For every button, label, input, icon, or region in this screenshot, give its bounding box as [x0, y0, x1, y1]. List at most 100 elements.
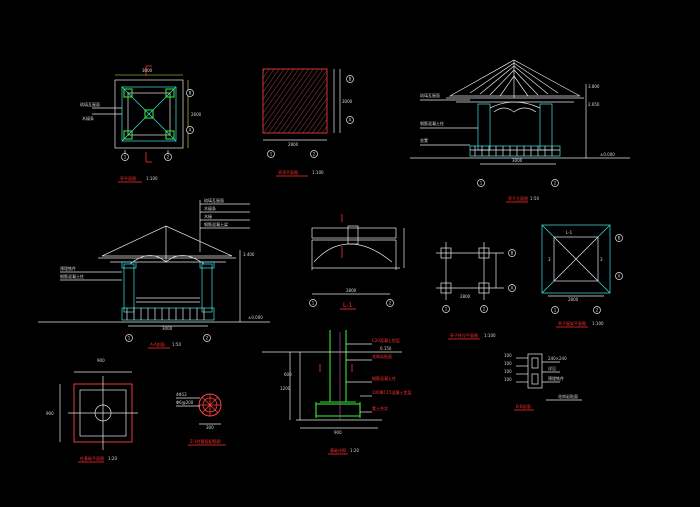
front-elev-level-top: 3.800: [588, 84, 600, 89]
foundation-note-1: C20混凝土垫层: [372, 337, 400, 343]
front-elev-note-seat: 坐凳: [420, 137, 428, 143]
roof-frame-scale: 1:100: [592, 321, 604, 326]
foundation-note-3: 钢筋混凝土柱: [372, 375, 396, 381]
roof-frame-axis-b: B: [618, 236, 621, 241]
detail-bb-dim-1: 100: [504, 353, 512, 358]
front-elevation-title: 亭子立面图: [508, 195, 528, 201]
detail-bb-dim-2: 100: [504, 361, 512, 366]
section-level-base: ±0.000: [248, 315, 263, 320]
roof-frame-dim: 2800: [568, 297, 579, 302]
top-plan-title: 亭顶平面图: [278, 169, 298, 175]
section-aa-title: A-A剖面: [150, 341, 165, 347]
detail-bb-dim-3: 100: [504, 369, 512, 374]
foundation-dim-upper: 600: [284, 372, 292, 377]
section-note-4: 钢筋混凝土梁: [204, 221, 228, 227]
roof-frame-drawing: [541, 224, 611, 297]
roof-plan-note-1: 琉璃瓦屋面: [80, 101, 100, 107]
roof-plan-axis-2: 2: [167, 155, 170, 160]
column-layout-axis-a: A: [511, 286, 514, 291]
beam-l1-drawing: [311, 214, 405, 295]
footing-plan-title: 柱基础平面图: [80, 455, 104, 461]
column-layout-axis-1: 1: [445, 307, 448, 312]
foundation-dim-height: 1200: [280, 386, 291, 391]
roof-plan-drawing: [92, 65, 189, 163]
beam-axis-2: 2: [389, 301, 392, 306]
top-plan-dim-right: 3000: [342, 99, 353, 104]
roof-frame-title: 亭子屋架平面图: [558, 320, 586, 326]
footing-plan-scale: 1:20: [108, 456, 117, 461]
column-section-dim: 300: [206, 425, 214, 430]
footing-dim-top: 900: [97, 358, 105, 363]
column-layout-title: 亭子柱位平面图: [450, 332, 478, 338]
top-plan-dim-bottom: 2800: [288, 142, 299, 147]
detail-bb-drawing: [516, 353, 582, 401]
column-section-title: Z-1柱截面配筋图: [190, 438, 221, 444]
section-axis-2: 2: [206, 336, 209, 341]
top-plan-scale: 1:100: [312, 170, 324, 175]
column-section-note-2: Φ6@200: [176, 400, 194, 405]
section-axis-1: 1: [128, 336, 131, 341]
foundation-dim-width: 900: [334, 430, 342, 435]
roof-frame-label-top: L-1: [566, 230, 573, 235]
column-layout-dim: 2800: [460, 294, 471, 299]
section-dim-width: 3000: [162, 326, 173, 331]
roof-plan-note-2: 木檩条: [82, 115, 94, 121]
front-elev-note-column: 钢筋混凝土柱: [420, 120, 444, 126]
column-layout-scale: 1:100: [484, 333, 496, 338]
front-elev-level-base: ±0.000: [600, 152, 615, 157]
roof-plan-title: 亭平面图: [120, 175, 136, 181]
beam-l1-title: L-1: [343, 302, 352, 309]
column-layout-drawing: [436, 242, 504, 300]
beam-axis-1: 1: [312, 301, 315, 306]
foundation-section-drawing: [262, 330, 402, 429]
section-note-5: 预埋铁件: [60, 265, 76, 271]
detail-bb-title: B-B剖面: [516, 403, 531, 409]
front-elev-axis-1: 1: [480, 181, 483, 186]
detail-bb-note-2: 详见: [548, 365, 556, 371]
foundation-title: 基础详图: [330, 447, 346, 453]
detail-bb-dim-4: 100: [504, 377, 512, 382]
section-note-1: 琉璃瓦屋面: [204, 197, 224, 203]
front-elev-dim: 3000: [512, 158, 523, 163]
section-note-2: 木檩条: [204, 205, 216, 211]
foundation-level-top: 0.150: [380, 346, 392, 351]
top-plan-axis-1: 1: [270, 152, 273, 157]
roof-frame-axis-a: A: [618, 274, 621, 279]
detail-bb-note-1: 240×240: [548, 356, 567, 361]
roof-frame-label-left: 3: [548, 257, 551, 262]
foundation-note-2: 花岗岩贴面: [372, 353, 392, 359]
column-section-note-1: 4Φ12: [176, 392, 187, 397]
front-elev-note-roof: 琉璃瓦屋面: [420, 92, 440, 98]
roof-plan-axis-1: 1: [124, 155, 127, 160]
foundation-note-5: 素土夯实: [372, 405, 388, 411]
top-plan-axis-2: 2: [313, 152, 316, 157]
foundation-scale: 1:20: [350, 448, 359, 453]
roof-plan-dim-top: 3000: [142, 68, 153, 73]
roof-plan-axis-a: A: [189, 128, 192, 133]
footing-plan-drawing: [59, 371, 138, 450]
column-layout-axis-2: 2: [483, 307, 486, 312]
detail-bb-note-3: 预埋铁件: [548, 375, 564, 381]
detail-bb-note-4: 花岗岩贴面: [558, 393, 578, 399]
top-plan-drawing: [262, 68, 341, 141]
section-aa-scale: 1:50: [172, 342, 181, 347]
section-note-3: 木椽: [204, 213, 212, 219]
column-section-drawing: [176, 393, 222, 425]
front-elevation-drawing: [410, 59, 630, 165]
section-aa-drawing: [38, 200, 270, 327]
roof-frame-axis-2: 2: [596, 308, 599, 313]
front-elev-level-mid: 2.650: [588, 102, 600, 107]
column-layout-axis-b: B: [511, 251, 514, 256]
front-elevation-scale: 1:50: [530, 196, 539, 201]
roof-plan-scale: 1:100: [146, 176, 158, 181]
roof-plan-dim-right: 2600: [191, 112, 202, 117]
roof-frame-label-right: 3: [600, 257, 603, 262]
roof-plan-axis-b: B: [189, 91, 192, 96]
section-note-6: 钢筋混凝土柱: [60, 273, 84, 279]
roof-frame-axis-1: 1: [554, 308, 557, 313]
top-plan-axis-a: A: [349, 118, 352, 123]
top-plan-axis-b: B: [349, 77, 352, 82]
footing-dim-left: 900: [46, 411, 54, 416]
section-level-top: 3.400: [243, 252, 255, 257]
